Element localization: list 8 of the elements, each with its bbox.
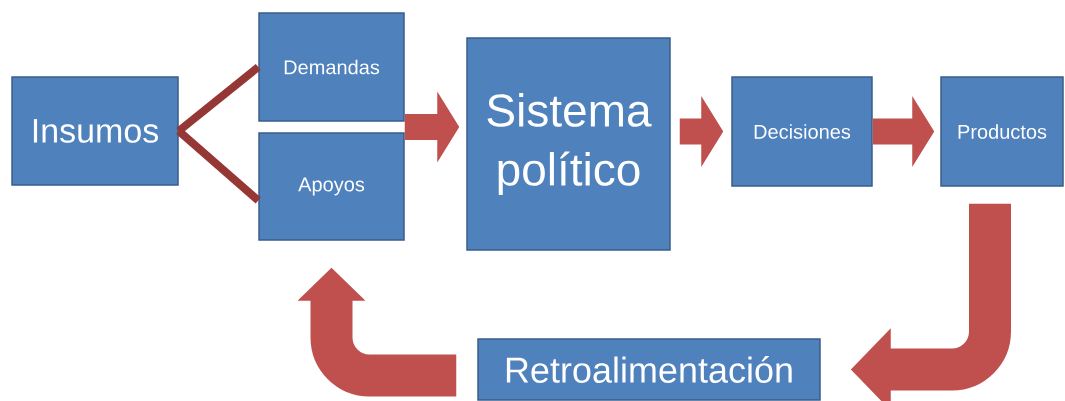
input-box: Insumos	[11, 76, 179, 186]
process-box: Demandas	[258, 12, 405, 122]
output-box: Productos	[940, 76, 1064, 187]
process-box: Apoyos	[258, 132, 405, 241]
process-box: Decisiones	[731, 76, 873, 187]
connector-line	[176, 128, 261, 204]
system-box: Sistema político	[466, 37, 671, 251]
feedback-box: Retroalimentación	[477, 338, 821, 401]
